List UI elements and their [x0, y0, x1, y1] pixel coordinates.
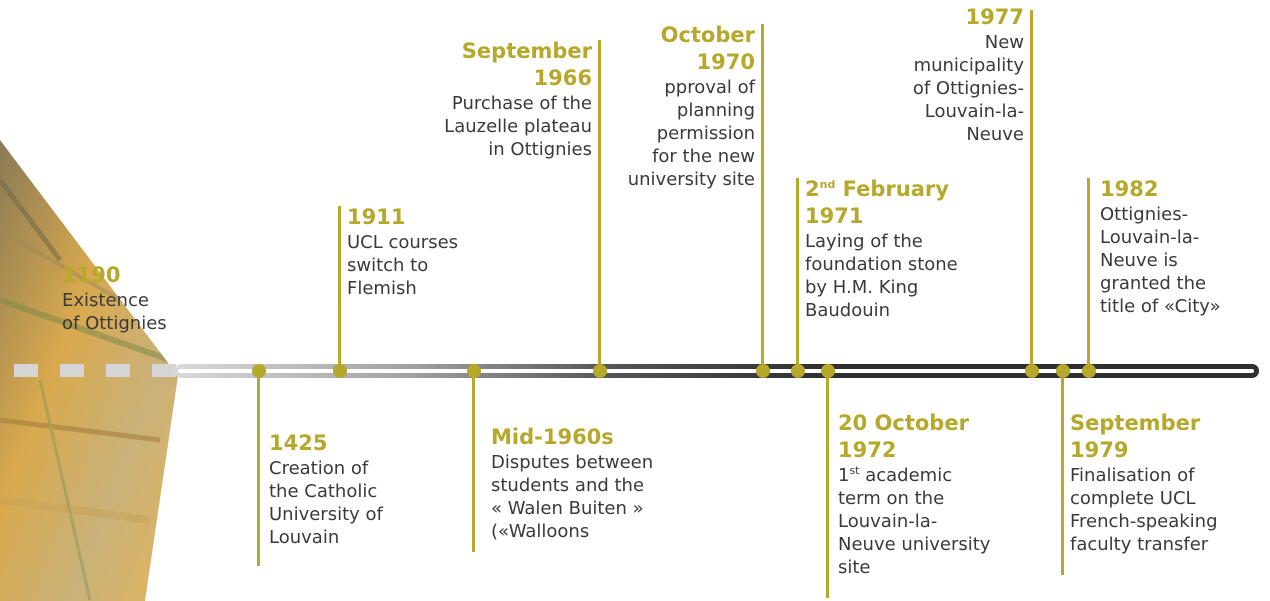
event-1425: 1425 Creation of the Catholic University… — [269, 430, 383, 549]
event-desc: Disputes between students and the « Wale… — [491, 452, 654, 542]
connector-1971 — [796, 178, 799, 368]
event-desc: Ottignies- Louvain-la- Neuve is granted … — [1100, 204, 1221, 317]
connector-1982 — [1087, 178, 1090, 368]
event-desc: pproval of planning permission for the n… — [627, 77, 755, 190]
event-1970: October 1970 pproval of planning permiss… — [600, 22, 755, 191]
timeline-dash — [14, 364, 38, 377]
connector-1960s — [472, 370, 475, 552]
event-1960s: Mid-1960s Disputes between students and … — [491, 424, 653, 543]
connector-1966 — [598, 40, 601, 368]
event-date: October 1970 — [660, 23, 755, 74]
event-desc: 1st academic term on the Louvain-la- Neu… — [838, 464, 991, 578]
event-date: 1982 — [1100, 177, 1159, 201]
timeline-dot-1982 — [1082, 364, 1096, 378]
connector-1911 — [338, 206, 341, 369]
event-desc: Creation of the Catholic University of L… — [269, 458, 383, 548]
connector-1970 — [761, 24, 764, 368]
event-date: September 1979 — [1070, 411, 1201, 462]
timeline-dot-1970 — [756, 364, 770, 378]
event-date: 1911 — [347, 205, 406, 229]
event-date: 1425 — [269, 431, 328, 455]
timeline-dot-1425 — [252, 364, 266, 378]
timeline-dot-1911 — [333, 364, 347, 378]
timeline-dash — [60, 364, 84, 377]
event-1972: 20 October 1972 1st academic term on the… — [838, 410, 990, 579]
connector-1425 — [257, 370, 260, 566]
event-desc: UCL courses switch to Flemish — [347, 232, 459, 299]
timeline-dot-1966 — [593, 364, 607, 378]
event-date: Mid-1960s — [491, 425, 614, 449]
event-1982: 1982 Ottignies- Louvain-la- Neuve is gra… — [1100, 176, 1221, 318]
timeline-dash — [106, 364, 130, 377]
event-date: 20 October 1972 — [838, 411, 969, 462]
timeline-dot-1960s — [467, 364, 481, 378]
event-desc: New municipality of Ottignies- Louvain-l… — [912, 32, 1024, 145]
timeline-track-inner — [178, 369, 1254, 373]
timeline-dot-1972 — [821, 364, 835, 378]
event-1979: September 1979 Finalisation of complete … — [1070, 410, 1218, 556]
event-1190: 1190 Existence of Ottignies — [62, 262, 167, 335]
event-desc: Purchase of the Lauzelle plateau in Otti… — [444, 93, 592, 160]
event-desc: Existence of Ottignies — [62, 290, 167, 334]
connector-1979 — [1061, 370, 1064, 575]
event-date: 1190 — [62, 263, 121, 287]
timeline-dash — [152, 364, 176, 377]
event-date: 1977 — [965, 5, 1024, 29]
event-1911: 1911 UCL courses switch to Flemish — [347, 204, 458, 300]
event-1966: September 1966 Purchase of the Lauzelle … — [400, 38, 592, 161]
event-desc: Laying of the foundation stone by H.M. K… — [805, 231, 958, 321]
connector-1977 — [1030, 10, 1033, 368]
timeline-dot-1971 — [791, 364, 805, 378]
event-1977: 1977 New municipality of Ottignies- Louv… — [880, 4, 1024, 146]
timeline-dot-1977 — [1025, 364, 1039, 378]
timeline-dot-1979 — [1056, 364, 1070, 378]
connector-1972 — [826, 370, 829, 598]
event-desc: Finalisation of complete UCL French-spea… — [1070, 465, 1218, 555]
event-date: September 1966 — [461, 39, 592, 90]
